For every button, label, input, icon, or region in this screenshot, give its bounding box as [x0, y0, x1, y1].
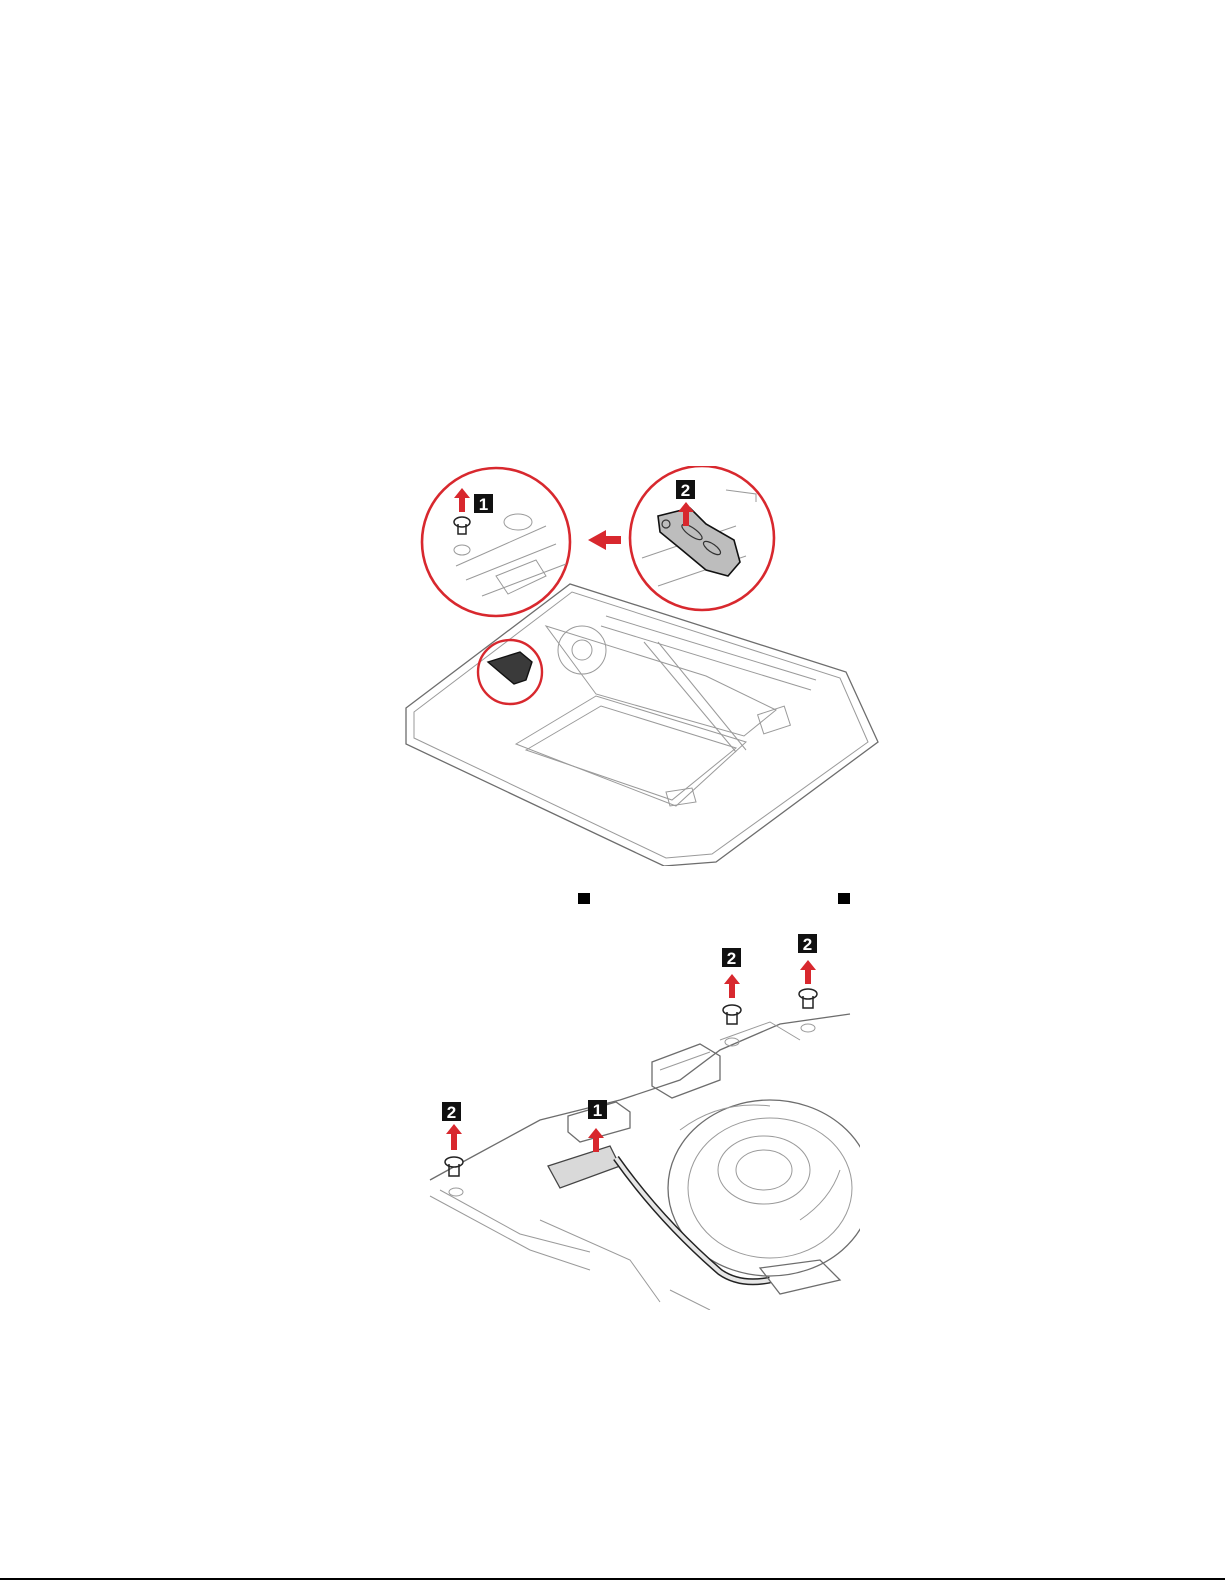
screw-icon [723, 1005, 741, 1024]
page-bottom-rule [0, 1578, 1225, 1580]
arrow-right-icon [588, 530, 621, 550]
laptop-bottom-chassis [406, 584, 878, 866]
detail-location-circle [478, 640, 542, 704]
callout-2-middle: 2 [722, 948, 741, 968]
svg-text:1: 1 [593, 1101, 602, 1120]
screw-icon [445, 1157, 463, 1176]
svg-text:1: 1 [479, 495, 488, 514]
speaker-cable-figure: 2 2 1 2 [420, 930, 860, 1310]
step2-marker-icon [838, 893, 850, 904]
callout-1: 1 [474, 494, 493, 514]
arrow-up-icon [724, 974, 740, 998]
svg-text:2: 2 [681, 481, 690, 500]
callout-1: 1 [588, 1100, 607, 1120]
callout-2: 2 [676, 480, 695, 500]
screw-icon [799, 989, 817, 1008]
arrow-up-icon [446, 1124, 462, 1150]
step1-marker-icon [578, 893, 590, 904]
svg-text:2: 2 [727, 949, 736, 968]
callout-2-right: 2 [798, 934, 817, 954]
cable-tape [548, 1146, 620, 1188]
svg-text:2: 2 [447, 1103, 456, 1122]
bracket-removal-figure: 1 2 [396, 466, 886, 866]
detail-circle-step2: 2 [630, 466, 774, 610]
arrow-up-icon [800, 960, 816, 984]
speaker-cable [616, 1158, 770, 1282]
detail-circle-step1: 1 [422, 468, 570, 616]
callout-2-left: 2 [442, 1102, 461, 1122]
motherboard-area [430, 1014, 860, 1310]
svg-text:2: 2 [803, 935, 812, 954]
